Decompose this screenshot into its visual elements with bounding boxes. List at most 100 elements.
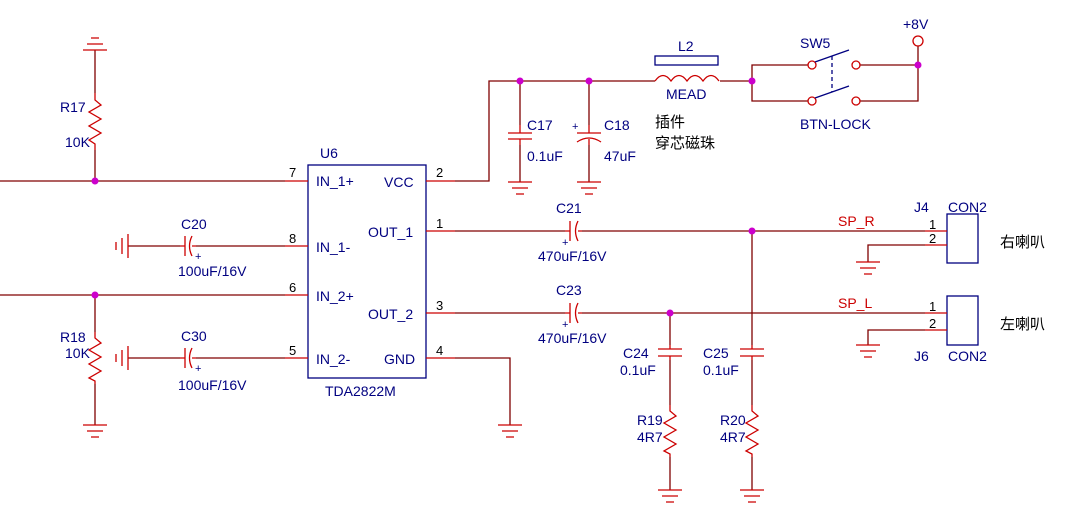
ground-symbol	[498, 424, 522, 438]
c18-polarity: +	[572, 121, 578, 133]
r20-ref: R20	[720, 412, 746, 428]
j4-pin1: 1	[929, 217, 936, 232]
power-label: +8V	[903, 16, 929, 32]
junction-dot	[585, 77, 593, 85]
net-label-sp-r: SP_R	[838, 213, 875, 229]
l2-ref: L2	[678, 38, 694, 54]
ic-ref: U6	[320, 145, 338, 161]
pin-vcc-num: 2	[436, 165, 443, 180]
j6-pin1: 1	[929, 299, 936, 314]
pin-out2-name: OUT_2	[368, 306, 413, 322]
junction-dot	[516, 77, 524, 85]
ground-symbol	[83, 424, 107, 438]
r18-ref: R18	[60, 329, 86, 345]
ground-symbol	[856, 261, 880, 275]
pin-out2-num: 3	[436, 298, 443, 313]
c18-value: 47uF	[604, 148, 636, 164]
c23-polarity: +	[562, 319, 568, 331]
junctions	[91, 61, 922, 317]
c24-ref: C24	[623, 345, 649, 361]
c20-value: 100uF/16V	[178, 263, 247, 279]
capacitor-c17: C17 0.1uF	[508, 117, 563, 164]
ground-symbols	[83, 37, 880, 503]
ground-symbol	[856, 344, 880, 358]
capacitor-c30: + C30 100uF/16V	[178, 328, 247, 393]
resistor-r20: R20 4R7	[720, 405, 760, 457]
ground-symbol	[115, 234, 129, 258]
c20-ref: C20	[181, 216, 207, 232]
r20-value: 4R7	[720, 429, 746, 445]
connector-j6: J6 CON2 1 2 左喇叭	[914, 295, 1045, 364]
pin-gnd-name: GND	[384, 351, 415, 367]
resistor-r19: R19 4R7	[637, 405, 678, 457]
c20-polarity: +	[195, 251, 201, 263]
c21-polarity: +	[562, 237, 568, 249]
junction-dot	[748, 77, 756, 85]
junction-dot	[748, 227, 756, 235]
r19-value: 4R7	[637, 429, 663, 445]
c30-ref: C30	[181, 328, 207, 344]
pin-vcc-name: VCC	[384, 174, 414, 190]
ground-symbol	[658, 489, 682, 503]
r18-value: 10K	[65, 345, 91, 361]
ic-u6: U6 TDA2822M IN_1+ IN_1- IN_2+ IN_2- VCC …	[285, 145, 455, 399]
capacitor-c18: + C18 47uF	[572, 117, 636, 164]
r19-ref: R19	[637, 412, 663, 428]
capacitor-c23: + C23 470uF/16V	[538, 282, 607, 346]
resistor-r18: R18 10K	[60, 329, 103, 384]
ground-symbol	[115, 346, 129, 370]
j4-ref: J4	[914, 199, 929, 215]
pin-in2p-name: IN_2+	[316, 288, 354, 304]
ground-symbol	[83, 37, 107, 51]
pin-in2p-num: 6	[289, 280, 296, 295]
junction-dot	[666, 309, 674, 317]
capacitor-c24: C24 0.1uF	[620, 345, 682, 378]
j4-label: 右喇叭	[1000, 233, 1045, 251]
resistor-r17: R17 10K	[60, 93, 103, 150]
c25-value: 0.1uF	[703, 362, 739, 378]
capacitor-c25: C25 0.1uF	[703, 345, 764, 378]
pin-in2m-num: 5	[289, 343, 296, 358]
net-label-sp-l: SP_L	[838, 295, 872, 311]
sw5-ref: SW5	[800, 35, 831, 51]
j6-part: CON2	[948, 348, 987, 364]
c17-value: 0.1uF	[527, 148, 563, 164]
c18-ref: C18	[604, 117, 630, 133]
pin-out1-name: OUT_1	[368, 224, 413, 240]
c21-ref: C21	[556, 200, 582, 216]
r17-ref: R17	[60, 99, 86, 115]
pin-out1-num: 1	[436, 216, 443, 231]
capacitor-c21: + C21 470uF/16V	[538, 200, 607, 264]
pin-in1p-name: IN_1+	[316, 173, 354, 189]
c21-value: 470uF/16V	[538, 248, 607, 264]
j4-pin2: 2	[929, 231, 936, 246]
c23-value: 470uF/16V	[538, 330, 607, 346]
c23-ref: C23	[556, 282, 582, 298]
c24-value: 0.1uF	[620, 362, 656, 378]
pin-in1p-num: 7	[289, 165, 296, 180]
r17-value: 10K	[65, 134, 91, 150]
j6-label: 左喇叭	[1000, 315, 1045, 333]
junction-dot	[91, 291, 99, 299]
switch-sw5: SW5 BTN-LOCK	[800, 35, 871, 132]
junction-dot	[914, 61, 922, 69]
ground-symbol	[740, 489, 764, 503]
power-8v: +8V	[903, 16, 929, 47]
connector-j4: J4 CON2 1 2 右喇叭	[914, 199, 1045, 264]
ic-part: TDA2822M	[325, 383, 396, 399]
inductor-l2: L2 MEAD 插件 穿芯磁珠	[654, 38, 720, 152]
sw5-value: BTN-LOCK	[800, 116, 871, 132]
j4-part: CON2	[948, 199, 987, 215]
junction-dot	[91, 177, 99, 185]
j6-ref: J6	[914, 348, 929, 364]
c30-polarity: +	[195, 363, 201, 375]
l2-note-line1: 插件	[655, 113, 685, 131]
j6-pin2: 2	[929, 316, 936, 331]
wires	[0, 46, 925, 490]
pin-in2m-name: IN_2-	[316, 351, 351, 367]
c30-value: 100uF/16V	[178, 377, 247, 393]
pin-gnd-num: 4	[436, 343, 443, 358]
c17-ref: C17	[527, 117, 553, 133]
pin-in1m-name: IN_1-	[316, 239, 351, 255]
